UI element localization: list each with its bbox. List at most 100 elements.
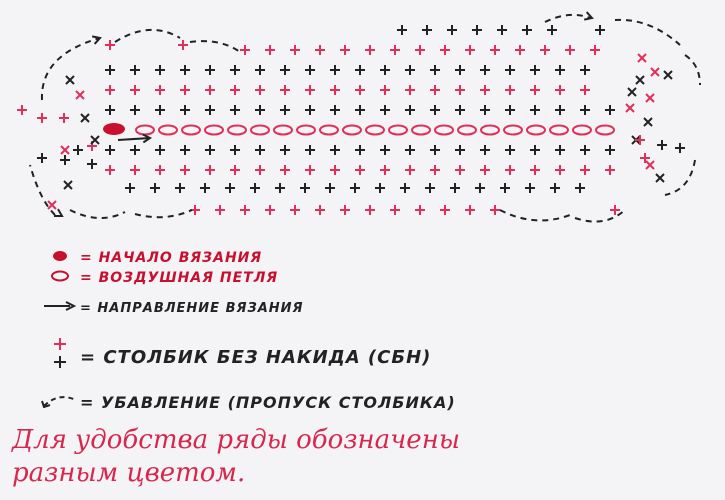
stitch-plus: [305, 85, 315, 95]
stitch-plus: [355, 145, 365, 155]
stitch-plus: [230, 145, 240, 155]
stitch-plus: [275, 183, 285, 193]
stitch-cross: [60, 145, 70, 155]
stitch-plus: [530, 65, 540, 75]
crochet-scheme: [17, 11, 701, 223]
stitch-cross: [625, 103, 635, 113]
stitch-cross: [635, 75, 645, 85]
stitch-plus: [522, 25, 532, 35]
stitch-plus: [330, 105, 340, 115]
decrease-arc: [114, 28, 181, 43]
stitch-plus: [305, 145, 315, 155]
stitch-plus: [540, 45, 550, 55]
legend-direction: = НАПРАВЛЕНИЕ ВЯЗАНИЯ: [40, 300, 304, 316]
decrease-arc: [544, 13, 591, 23]
stitch-plus: [230, 65, 240, 75]
decrease-arc: [574, 209, 626, 223]
stitch-plus: [180, 65, 190, 75]
stitch-plus: [205, 85, 215, 95]
stitch-cross: [627, 87, 637, 97]
stitch-plus: [255, 165, 265, 175]
stitch-plus: [430, 165, 440, 175]
stitch-plus: [290, 205, 300, 215]
stitch-plus: [105, 40, 115, 50]
stitch-plus: [480, 145, 490, 155]
stitch-plus: [400, 183, 410, 193]
stitch-cross: [645, 160, 655, 170]
stitch-plus: [280, 105, 290, 115]
stitch-plus: [580, 165, 590, 175]
chain-loop: [135, 124, 155, 136]
chain-loop: [549, 124, 569, 136]
stitch-plus: [105, 105, 115, 115]
stitch-plus: [37, 113, 47, 123]
stitch-cross: [650, 67, 660, 77]
stitch-plus: [305, 65, 315, 75]
stitch-plus: [255, 85, 265, 95]
stitch-plus: [200, 183, 210, 193]
stitch-plus: [315, 205, 325, 215]
stitch-plus: [150, 183, 160, 193]
stitch-plus: [380, 105, 390, 115]
stitch-plus: [505, 105, 515, 115]
stitch-plus: [255, 145, 265, 155]
decrease-arc: [40, 37, 101, 101]
stitch-plus: [375, 183, 385, 193]
chain-loop: [296, 124, 316, 136]
stitch-cross: [645, 93, 655, 103]
chain-loop: [411, 124, 431, 136]
decrease-arc: [499, 209, 571, 222]
stitch-plus: [305, 165, 315, 175]
stitch-plus: [530, 105, 540, 115]
stitch-plus: [405, 145, 415, 155]
chain-loop: [158, 124, 178, 136]
stitch-plus: [330, 165, 340, 175]
stitch-plus: [105, 165, 115, 175]
filled-dot-icon: [40, 250, 80, 266]
stitch-plus: [640, 153, 650, 163]
stitch-plus: [365, 205, 375, 215]
stitch-plus: [605, 165, 615, 175]
stitch-plus: [590, 45, 600, 55]
stitch-cross: [637, 53, 647, 63]
stitch-plus: [215, 205, 225, 215]
decrease-arc: [29, 164, 56, 216]
stitch-plus: [580, 145, 590, 155]
stitch-plus: [580, 85, 590, 95]
stitch-plus: [430, 145, 440, 155]
stitch-plus: [340, 45, 350, 55]
chain-loop: [480, 124, 500, 136]
open-oval-icon: [40, 270, 80, 286]
stitch-plus: [155, 65, 165, 75]
stitch-plus: [130, 165, 140, 175]
stitch-plus: [380, 165, 390, 175]
stitch-plus: [530, 165, 540, 175]
stitch-plus: [547, 25, 557, 35]
stitch-plus: [330, 85, 340, 95]
stitch-plus: [225, 183, 235, 193]
stitch-plus: [130, 145, 140, 155]
stitch-plus: [105, 85, 115, 95]
stitch-plus: [355, 165, 365, 175]
stitch-plus: [130, 65, 140, 75]
stitch-plus: [657, 140, 667, 150]
stitch-plus: [530, 145, 540, 155]
stitch-plus: [490, 205, 500, 215]
stitch-plus: [390, 205, 400, 215]
arrow-head: [142, 133, 152, 144]
stitch-plus: [555, 85, 565, 95]
stitch-plus: [440, 45, 450, 55]
stitch-plus: [490, 45, 500, 55]
stitch-plus: [130, 85, 140, 95]
stitch-plus: [205, 165, 215, 175]
stitch-plus: [635, 135, 645, 145]
stitch-plus: [555, 165, 565, 175]
stitch-cross: [655, 173, 665, 183]
stitch-plus: [355, 105, 365, 115]
stitch-plus: [175, 183, 185, 193]
stitch-plus: [280, 165, 290, 175]
stitch-plus: [155, 85, 165, 95]
stitch-plus: [255, 105, 265, 115]
stitch-plus: [605, 145, 615, 155]
arrow-head: [91, 35, 102, 45]
